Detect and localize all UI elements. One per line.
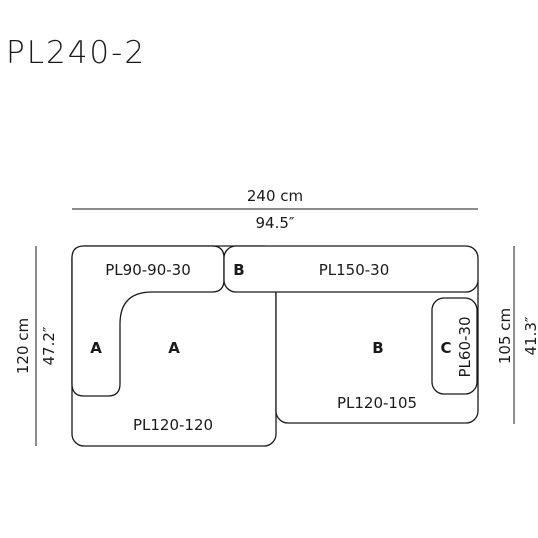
width-in-label: 94.5″: [255, 214, 294, 232]
pl120-105-label: PL120-105: [337, 394, 417, 412]
pl60-label: PL60-30: [456, 317, 474, 378]
module-pl60-30: [431, 297, 478, 395]
module-pl150-30: [223, 245, 479, 293]
width-cm-label: 240 cm: [247, 187, 303, 205]
height-cm-label: 120 cm: [14, 318, 32, 374]
letter-b-center: B: [372, 339, 383, 357]
letter-a-center: A: [168, 339, 180, 357]
pl150-label: PL150-30: [319, 261, 390, 279]
letter-b-top: B: [233, 261, 244, 279]
pl120-120-label: PL120-120: [133, 416, 213, 434]
depth-cm-label: 105 cm: [496, 308, 514, 364]
letter-c: C: [440, 339, 451, 357]
letter-a-left: A: [90, 339, 102, 357]
pl90-label: PL90-90-30: [105, 261, 191, 279]
depth-in-label: 41.3″: [522, 316, 538, 355]
page-title: PL240-2: [6, 35, 147, 71]
height-in-label: 47.2″: [40, 326, 58, 365]
